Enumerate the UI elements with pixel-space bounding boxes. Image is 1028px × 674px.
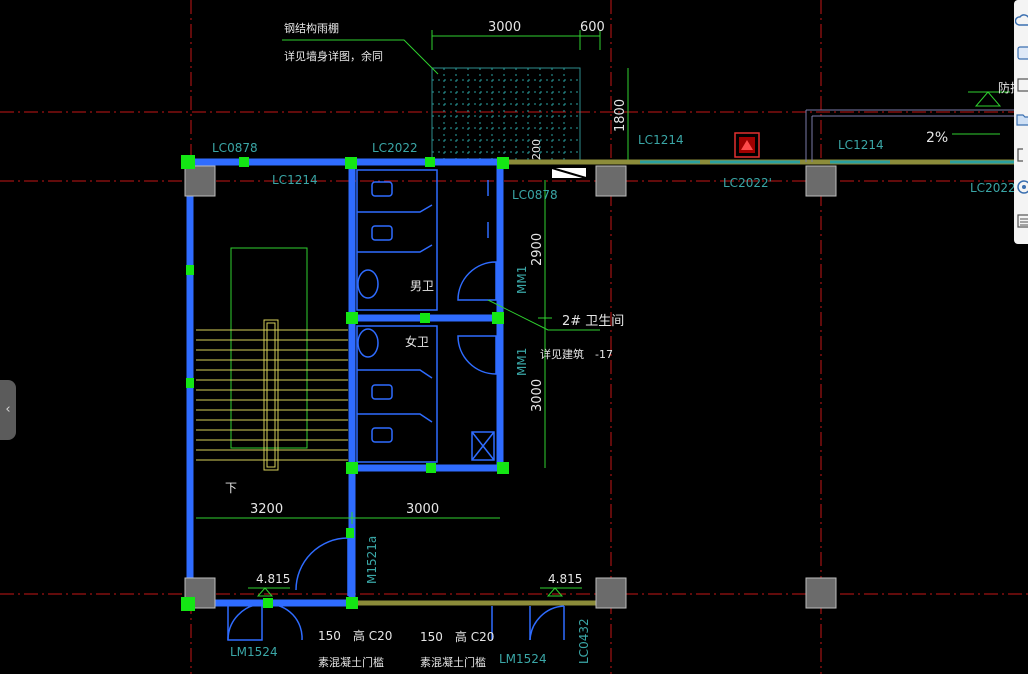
door-window-tags: LC0878 LC2022 LC1214 LC0878 LC1214 LC202… — [212, 133, 1016, 666]
sill-concrete-left: 素混凝土门槛 — [318, 655, 384, 669]
sill-concrete-right: 素混凝土门槛 — [420, 655, 486, 669]
room-note: 详见建筑 -17 — [540, 347, 613, 361]
collapse-panel-handle[interactable]: ‹ — [0, 380, 16, 440]
bracket-icon[interactable] — [1015, 146, 1028, 164]
women-wc-label: 女卫 — [405, 334, 429, 349]
tag-lc1214-inner: LC1214 — [272, 173, 318, 187]
tag-lc2022-mid: LC2022' — [723, 176, 772, 190]
room-label: 2# 卫生间 — [562, 314, 624, 329]
tag-lc2022-top: LC2022 — [372, 141, 418, 155]
layer-icon[interactable] — [1015, 44, 1028, 62]
doors — [227, 537, 565, 641]
dim-600: 600 — [580, 20, 605, 35]
cloud-icon[interactable] — [1015, 12, 1028, 30]
level-left: 4.815 — [256, 572, 290, 586]
list-icon[interactable] — [1015, 212, 1028, 230]
dim-2900: 2900 — [530, 233, 545, 266]
tag-mm1-upper: MM1 — [515, 266, 529, 294]
wall-nodes — [181, 155, 509, 611]
tag-lm1524-left: LM1524 — [230, 645, 278, 659]
fire-alarm-icon — [734, 132, 760, 158]
folder-icon[interactable] — [1015, 110, 1028, 128]
men-wc-label: 男卫 — [410, 279, 434, 293]
tag-lc0878-top: LC0878 — [212, 141, 258, 155]
tag-lm1524-right: LM1524 — [499, 652, 547, 666]
tag-lc2022-right: LC2022 — [970, 181, 1016, 195]
canopy-note: 详见墙身详图，余同 — [284, 49, 383, 63]
dim-3000-right: 3000 — [530, 379, 545, 412]
door-swing-marker — [551, 167, 587, 179]
dim-3000-top: 3000 — [488, 20, 521, 35]
tag-lc1214-mid: LC1214 — [638, 133, 684, 147]
annotation-text: 钢结构雨棚 详见墙身详图，余同 2# 卫生间 详见建筑 -17 男卫 女卫 下 … — [225, 21, 1022, 495]
slope-label: 2% — [926, 130, 948, 146]
level-text: 4.815 4.815 150 高 C20 150 高 C20 素混凝土门槛 素… — [256, 572, 582, 669]
stair-down-label: 下 — [225, 481, 237, 495]
canopy-title: 钢结构雨棚 — [284, 21, 339, 35]
chevron-left-icon: ‹ — [5, 402, 11, 417]
stair — [196, 247, 348, 471]
tag-m1521a: M1521a — [365, 536, 379, 584]
sill-height-left: 150 高 C20 — [318, 628, 392, 643]
partitions — [356, 169, 497, 463]
structural-columns — [184, 165, 837, 609]
rectangle-icon[interactable] — [1015, 76, 1028, 94]
dimension-text: 3000 600 1800 200 2900 3000 3200 3000 — [250, 20, 628, 517]
tag-lc0878-right: LC0878 — [512, 188, 558, 202]
right-toolbar — [1014, 0, 1028, 244]
dim-1800: 1800 — [613, 99, 628, 132]
tag-lc1214-right: LC1214 — [838, 138, 884, 152]
dim-3200: 3200 — [250, 502, 283, 517]
dimension-lines — [196, 30, 1028, 597]
level-right: 4.815 — [548, 572, 582, 586]
tag-mm1-lower: MM1 — [515, 348, 529, 376]
sill-height-right: 150 高 C20 — [420, 629, 494, 644]
tag-lc0432: LC0432 — [577, 618, 591, 664]
dim-200: 200 — [530, 139, 543, 160]
dim-3000-bottom: 3000 — [406, 502, 439, 517]
refresh-icon[interactable] — [1015, 178, 1028, 196]
